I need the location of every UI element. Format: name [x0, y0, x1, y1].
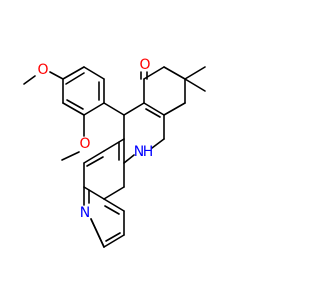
bond-aryl-2: [83, 66, 105, 80]
atom-label-layer: O O O N H N: [37, 57, 153, 221]
bond-c12b-c12a: [103, 186, 125, 200]
bond-cnh-n: [151, 138, 165, 149]
bond-ch-c9a: [123, 102, 145, 116]
bond-n-py-1: [90, 218, 105, 248]
bond-aryl-1: [62, 66, 85, 80]
bond-c6-c5-inner: [86, 156, 104, 167]
bond-c9a-c4a: [143, 102, 165, 116]
bond-py-1: [103, 234, 125, 248]
bond-o-methyl-bottom: [61, 151, 80, 161]
bond-c4b-c12b: [83, 186, 105, 200]
bond-methyl-1: [184, 66, 206, 80]
bond-aryl-1-inner: [65, 72, 85, 85]
bond-o-ring-top: [49, 71, 64, 80]
atom-oxygen-methoxy-top: O: [37, 62, 48, 78]
bond-ch2-c4a: [163, 102, 186, 116]
bond-methyl-o-top: [23, 75, 36, 85]
molecule-structure: O O O N H N: [23, 57, 206, 248]
bond-aryl-ch: [103, 102, 125, 116]
bond-layer: [23, 66, 206, 248]
bond-n-c12a: [123, 154, 135, 164]
bond-methyl-2: [184, 78, 206, 92]
atom-nitrogen-amine: N: [134, 144, 144, 160]
bond-c9a-c4a-inner: [145, 108, 161, 118]
bond-c6-c5: [83, 150, 105, 164]
atom-hydrogen-amine: H: [143, 144, 154, 160]
atom-oxygen-methoxy-bottom: O: [79, 136, 90, 152]
bond-py-1-inner: [105, 232, 121, 242]
bond-aryl-5: [62, 102, 85, 116]
atom-nitrogen-pyridine: N: [80, 205, 90, 221]
atom-oxygen-ketone: O: [139, 57, 150, 73]
bond-aryl-5-inner: [66, 99, 84, 110]
bond-py-3-inner: [104, 205, 120, 215]
bond-c6a-c6: [103, 138, 125, 152]
bond-ch2-cme2: [163, 66, 186, 80]
bond-aryl-4: [83, 102, 105, 116]
bond-py-3: [103, 198, 125, 212]
